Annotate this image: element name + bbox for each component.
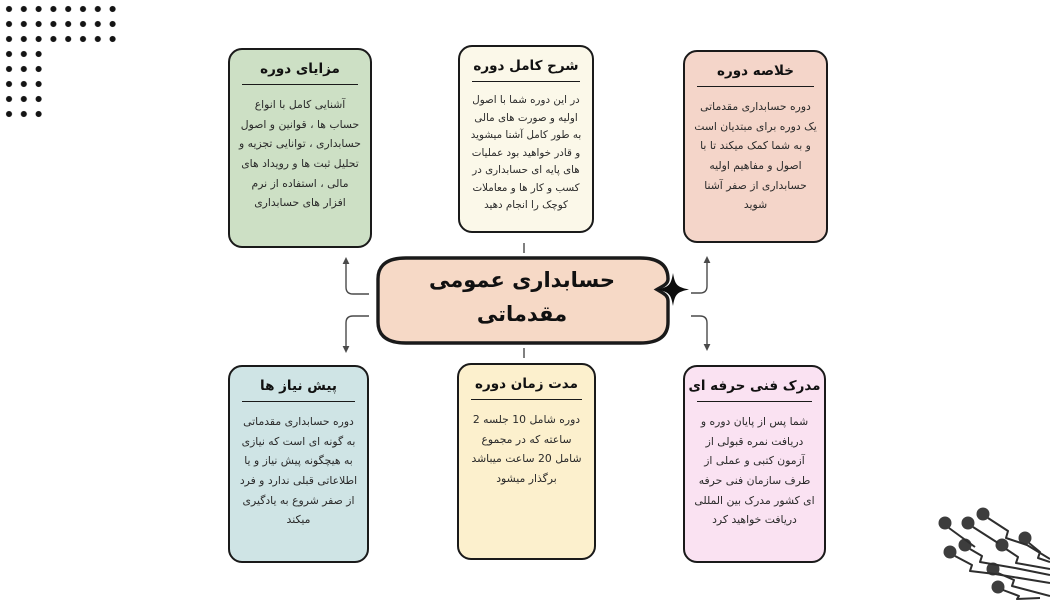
central-topic-line1: حسابداری عمومی [428,268,616,292]
arrow-down-icon [703,344,711,351]
card-divider [471,399,582,400]
card-body: آشنایی کامل با انواع حساب ها ، قوانین و … [239,98,361,210]
card-title: مدت زمان دوره [475,376,578,392]
central-topic-outline [376,256,670,345]
card-title: شرح کامل دوره [473,58,579,74]
card-title: مزایای دوره [260,61,340,77]
card-body: دوره حسابداری مقدماتی یک دوره برای مبتدی… [694,100,817,212]
card-prerequisites: پیش نیاز ها دوره حسابداری مقدماتی به گون… [228,365,369,563]
dots-pattern [2,47,48,121]
card-benefits: مزایای دوره آشنایی کامل با انواع حساب ها… [228,48,372,248]
card-body: دوره شامل 10 جلسه 2 ساعته که در مجموع شا… [471,413,582,485]
card-title: مدرک فنی حرفه ای [688,378,821,394]
dots-pattern [2,2,121,47]
arrow-up-icon [342,257,350,264]
arrow-down-icon [342,346,350,353]
card-divider [472,81,580,82]
central-topic-title: حسابداری عمومی مقدماتی [380,264,664,331]
card-certificate: مدرک فنی حرفه ای شما پس از پایان دوره و … [683,365,826,563]
card-body: در این دوره شما با اصول اولیه و صورت های… [470,94,582,211]
card-body: دوره حسابداری مقدماتی به گونه ای است که … [239,415,358,527]
sparkle-icon [657,273,689,306]
central-topic-line2: مقدماتی [476,301,568,326]
card-divider [697,86,814,87]
card-body: شما پس از پایان دوره و دریافت نمره قبولی… [694,415,815,527]
circuit-pattern [938,507,1050,600]
card-duration: مدت زمان دوره دوره شامل 10 جلسه 2 ساعته … [457,363,596,560]
card-full-description: شرح کامل دوره در این دوره شما با اصول او… [458,45,594,233]
card-title: پیش نیاز ها [260,378,337,394]
card-summary: خلاصه دوره دوره حسابداری مقدماتی یک دوره… [683,50,828,243]
card-divider [242,401,355,402]
card-divider [242,84,358,85]
arrow-up-icon [703,256,711,263]
card-divider [697,401,812,402]
central-topic-shape [376,256,689,345]
card-title: خلاصه دوره [717,63,794,79]
